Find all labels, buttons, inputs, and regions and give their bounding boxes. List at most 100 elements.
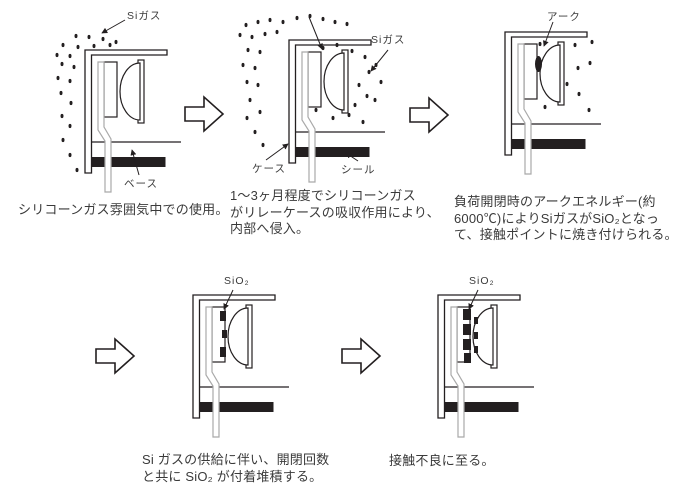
gas-particle	[60, 113, 64, 119]
spring-terminal	[97, 61, 112, 193]
gas-particle	[238, 32, 242, 38]
caption-line: 1〜3ヶ月程度でシリコーンガス	[230, 188, 416, 203]
armature-block	[307, 51, 322, 108]
sio2-deposit	[220, 347, 226, 357]
caption-step3: 負荷開閉時のアークエネルギー(約 6000℃)によりSiガスがSiO₂となっ て…	[454, 194, 677, 244]
gas-particle	[365, 93, 369, 99]
caption-line: シリコーンガス雰囲気中での使用。	[18, 202, 229, 217]
gas-particle	[263, 31, 267, 37]
gas-particle	[246, 47, 250, 53]
label-arc: アーク	[547, 11, 581, 23]
caption-line: と共に SiO₂ が付着堆積する。	[142, 468, 323, 484]
relay-seal-bar	[199, 402, 274, 412]
caption-line: 6000℃)によりSiガスがSiO₂となっ	[454, 210, 660, 226]
gas-particle	[576, 65, 580, 71]
relay-case	[437, 294, 521, 419]
relay-seal-bar	[91, 157, 166, 167]
relay-seal-bar	[444, 402, 519, 412]
relay-seal-bar	[295, 147, 370, 157]
gas-particle	[258, 109, 262, 115]
gas-particle	[60, 61, 64, 67]
gas-particle	[68, 123, 72, 129]
caption-step4: Si ガスの供給に伴い、開閉回数 と共に SiO₂ が付着堆積する。	[142, 452, 329, 485]
relay-case	[288, 39, 372, 164]
caption-step1: シリコーンガス雰囲気中での使用。	[18, 202, 229, 219]
gas-particle	[74, 33, 78, 39]
sio2-deposit	[463, 339, 471, 350]
spring-terminal	[301, 51, 316, 183]
gas-particle	[241, 62, 245, 68]
relay-seal-bar	[511, 139, 586, 149]
flow-arrow-4	[341, 337, 382, 375]
gas-particle	[361, 119, 365, 125]
pointer-arrow	[370, 49, 389, 72]
gas-particle	[565, 81, 569, 87]
sio2-deposit	[463, 324, 471, 335]
flow-arrow-2	[409, 96, 450, 134]
caption-line: 負荷開閉時のアークエネルギー(約	[454, 194, 656, 209]
sio2-deposit	[463, 309, 471, 320]
gas-particle	[573, 42, 577, 48]
gas-particle	[253, 129, 257, 135]
spring-terminal	[205, 306, 220, 438]
gas-particle	[587, 107, 591, 113]
pointer-arrow	[308, 16, 323, 50]
gas-particle	[379, 79, 383, 85]
gas-particle	[250, 34, 254, 40]
gas-particle	[543, 104, 547, 110]
contact-dome	[472, 307, 494, 366]
gas-particle	[61, 42, 65, 48]
flow-arrow-1	[184, 95, 225, 133]
label-case: ケース	[252, 163, 286, 175]
armature-block	[103, 61, 118, 118]
label-sio2-1: SiO₂	[224, 275, 250, 287]
label-base: ベース	[124, 178, 158, 190]
gas-particle	[577, 91, 581, 97]
gas-particle	[363, 54, 367, 60]
gas-particle	[261, 142, 265, 148]
gas-particle	[72, 64, 76, 70]
armature-block	[523, 43, 538, 100]
pointer-arrow	[223, 289, 234, 310]
spring-terminal	[450, 306, 465, 438]
gas-particle	[256, 19, 260, 25]
label-si-gas-1: Siガス	[127, 10, 162, 22]
gas-particle	[538, 41, 542, 47]
arc-discharge	[535, 56, 542, 72]
gas-particle	[590, 39, 594, 45]
gas-particle	[59, 90, 63, 96]
gas-particle	[61, 137, 65, 143]
gas-particle	[258, 49, 262, 55]
relay-panel-1	[55, 33, 181, 193]
gas-particle	[114, 39, 118, 45]
caption-line: 接触不良に至る。	[389, 453, 495, 468]
relay-panel-4	[192, 294, 289, 438]
gas-particle	[275, 29, 279, 35]
gas-particle	[314, 107, 318, 113]
label-si-gas-2: Siガス	[371, 34, 406, 46]
gas-particle	[357, 82, 361, 88]
gas-particle	[108, 42, 112, 48]
gas-particle	[75, 167, 79, 173]
gas-particle	[56, 75, 60, 81]
gas-particle	[69, 100, 73, 106]
gas-particle	[244, 22, 248, 28]
gas-particle	[281, 19, 285, 25]
contact-dome	[323, 52, 345, 111]
pointer-arrow	[345, 152, 359, 162]
caption-step5: 接触不良に至る。	[389, 453, 495, 470]
spring-terminal	[517, 43, 532, 175]
caption-line: がリレーケースの吸収作用により、	[230, 204, 440, 220]
gas-particle	[68, 152, 72, 158]
gas-particle	[68, 53, 72, 59]
gas-particle	[253, 65, 257, 71]
label-seal: シール	[341, 164, 376, 176]
gas-particle	[268, 17, 272, 23]
gas-particle	[295, 15, 299, 21]
pointer-arrow	[101, 19, 126, 34]
caption-line: て、接触ポイントに焼き付けられる。	[454, 227, 677, 242]
caption-line: Si ガスの供給に伴い、開閉回数	[142, 452, 330, 467]
sio2-deposit	[474, 332, 478, 339]
gas-particle	[345, 21, 349, 27]
